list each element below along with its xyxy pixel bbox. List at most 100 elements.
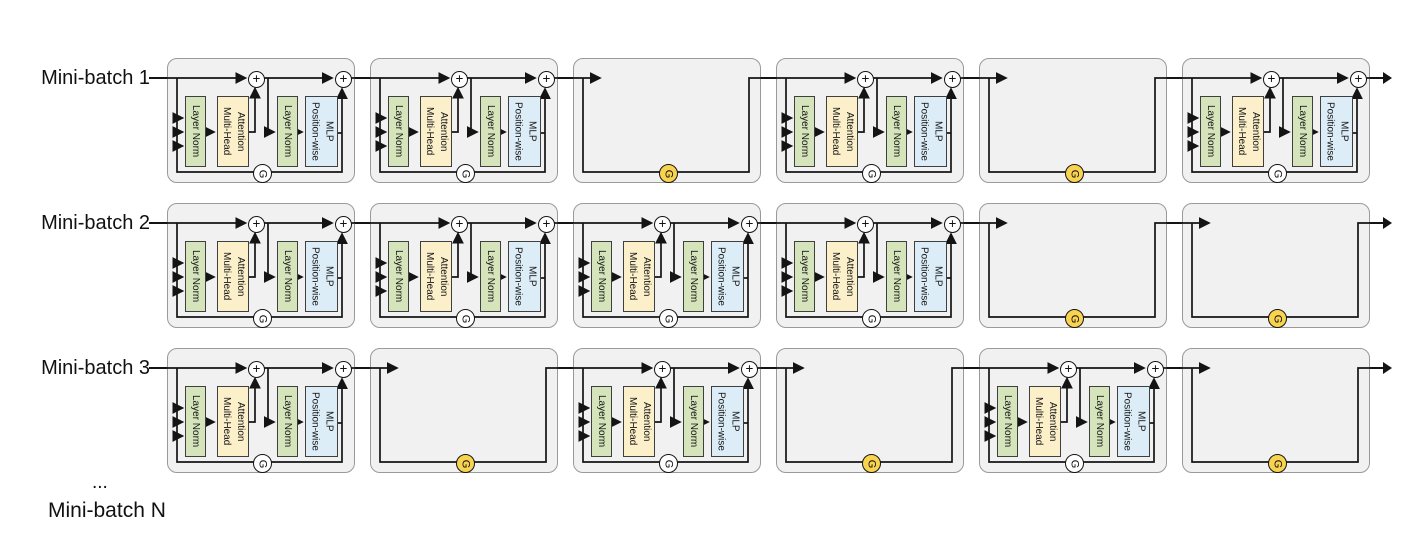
skipped-block: G <box>370 348 558 473</box>
trunk-gap-line <box>964 222 979 224</box>
multi-head-attention-label: Multi-Head Attention <box>424 252 449 301</box>
layer-norm-label: Layer Norm <box>282 105 293 158</box>
plus-glyph: + <box>252 216 261 231</box>
layer-norm-box: Layer Norm <box>683 241 704 312</box>
gate-icon: G <box>1268 164 1287 183</box>
position-wise-mlp-box: Position-wise MLP <box>914 96 947 167</box>
plus-glyph: + <box>1064 361 1073 376</box>
multi-head-attention-box: Multi-Head Attention <box>217 241 249 312</box>
multi-head-attention-box: Multi-Head Attention <box>217 96 249 167</box>
plus-glyph: + <box>861 216 870 231</box>
row-label: Mini-batch 3 <box>41 357 150 379</box>
block-wiring-svg <box>370 217 558 318</box>
residual-add-icon: + <box>538 70 555 88</box>
plus-glyph: + <box>658 361 667 376</box>
trunk-gap-line <box>761 222 776 224</box>
position-wise-mlp-label: Position-wise MLP <box>715 392 741 451</box>
residual-add-icon: + <box>654 360 671 378</box>
plus-glyph: + <box>861 71 870 86</box>
residual-add-icon: + <box>857 70 874 88</box>
residual-add-icon: + <box>741 215 758 233</box>
multi-head-attention-box: Multi-Head Attention <box>217 386 249 457</box>
block-wiring-svg <box>776 362 964 463</box>
input-connector-line <box>149 222 167 224</box>
multi-head-attention-label: Multi-Head Attention <box>830 107 855 156</box>
gate-icon: G <box>659 164 678 183</box>
transformer-block: Layer Norm Multi-Head Attention Layer No… <box>370 58 558 183</box>
gate-glyph: G <box>256 169 269 178</box>
gate-icon: G <box>862 454 881 473</box>
gate-glyph: G <box>662 169 675 178</box>
gate-glyph: G <box>1068 169 1081 178</box>
trunk-gap-line <box>964 77 979 79</box>
layer-norm-box: Layer Norm <box>480 241 501 312</box>
block-wiring-svg <box>979 217 1167 318</box>
gate-glyph: G <box>1271 169 1284 178</box>
layer-norm-label: Layer Norm <box>1205 105 1216 158</box>
gate-icon: G <box>253 454 272 473</box>
trunk-gap-line <box>558 77 573 79</box>
residual-add-icon: + <box>944 70 961 88</box>
plus-glyph: + <box>1267 71 1276 86</box>
position-wise-mlp-box: Position-wise MLP <box>508 241 541 312</box>
minibatch-row: Mini-batch 3 Layer Norm <box>0 348 1422 473</box>
residual-add-icon: + <box>857 215 874 233</box>
trunk-gap-line <box>761 367 776 369</box>
multi-head-attention-label: Multi-Head Attention <box>424 107 449 156</box>
layer-norm-label: Layer Norm <box>688 395 699 448</box>
trunk-gap-line <box>761 77 776 79</box>
trunk-gap-line <box>1167 77 1182 79</box>
layer-norm-label: Layer Norm <box>282 250 293 303</box>
position-wise-mlp-label: Position-wise MLP <box>918 102 944 161</box>
row-output-line <box>1370 77 1384 79</box>
gate-icon: G <box>456 454 475 473</box>
multi-head-attention-label: Multi-Head Attention <box>1033 397 1058 446</box>
multi-head-attention-box: Multi-Head Attention <box>1232 96 1264 167</box>
gate-icon: G <box>456 309 475 328</box>
block-wiring-svg <box>1182 217 1370 318</box>
position-wise-mlp-label: Position-wise MLP <box>1324 102 1350 161</box>
skipped-block: G <box>573 58 761 183</box>
residual-add-icon: + <box>944 215 961 233</box>
trunk-gap-line <box>355 77 370 79</box>
gate-icon: G <box>1065 309 1084 328</box>
layer-norm-label: Layer Norm <box>891 250 902 303</box>
position-wise-mlp-box: Position-wise MLP <box>508 96 541 167</box>
multi-head-attention-label: Multi-Head Attention <box>627 252 652 301</box>
gate-icon: G <box>1268 454 1287 473</box>
blocks-container: Layer Norm Multi-Head Attention Layer No… <box>167 58 1422 183</box>
trunk-gap-line <box>558 222 573 224</box>
plus-glyph: + <box>455 71 464 86</box>
trunk-gap-line <box>964 367 979 369</box>
multi-head-attention-box: Multi-Head Attention <box>1029 386 1061 457</box>
residual-add-icon: + <box>248 70 265 88</box>
trunk-gap-line <box>355 367 370 369</box>
row-output-line <box>1370 222 1384 224</box>
plus-glyph: + <box>745 216 754 231</box>
layer-norm-box: Layer Norm <box>1200 96 1221 167</box>
gate-glyph: G <box>256 459 269 468</box>
trunk-gap-line <box>558 367 573 369</box>
position-wise-mlp-label: Position-wise MLP <box>309 392 335 451</box>
layer-norm-box: Layer Norm <box>185 386 206 457</box>
block-wiring-svg <box>1182 362 1370 463</box>
residual-add-icon: + <box>335 70 352 88</box>
multi-head-attention-label: Multi-Head Attention <box>221 397 246 446</box>
layer-norm-label: Layer Norm <box>688 250 699 303</box>
residual-add-icon: + <box>451 70 468 88</box>
layer-norm-label: Layer Norm <box>485 105 496 158</box>
layer-norm-box: Layer Norm <box>1089 386 1110 457</box>
layer-norm-box: Layer Norm <box>794 241 815 312</box>
position-wise-mlp-label: Position-wise MLP <box>512 102 538 161</box>
gate-glyph: G <box>1068 459 1081 468</box>
residual-add-icon: + <box>654 215 671 233</box>
layer-norm-box: Layer Norm <box>794 96 815 167</box>
residual-add-icon: + <box>741 360 758 378</box>
minibatch-row: Mini-batch 2 Layer Norm <box>0 203 1422 328</box>
position-wise-mlp-box: Position-wise MLP <box>1117 386 1150 457</box>
gate-glyph: G <box>256 314 269 323</box>
layer-norm-label: Layer Norm <box>1094 395 1105 448</box>
layer-norm-label: Layer Norm <box>596 395 607 448</box>
block-wiring-svg <box>979 72 1167 173</box>
